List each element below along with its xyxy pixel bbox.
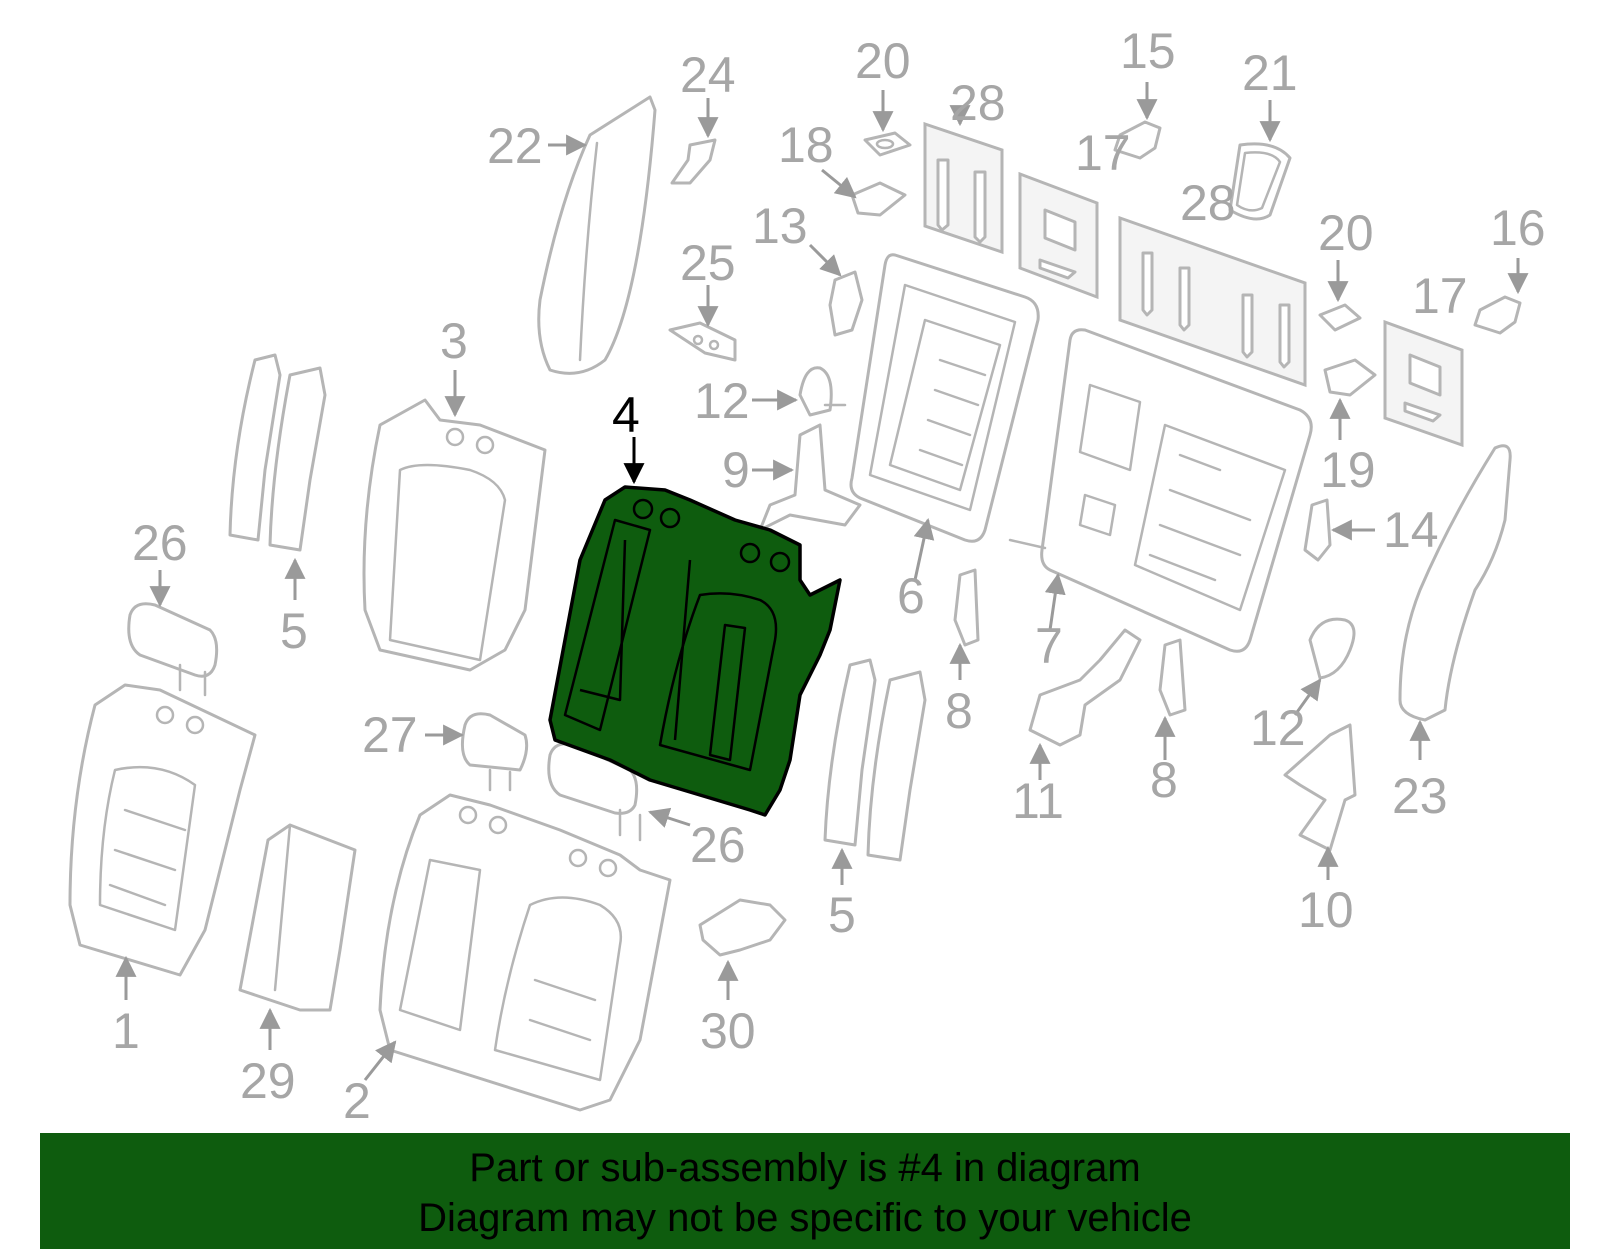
- callout-23: 23: [1392, 768, 1448, 824]
- callout-20b: 20: [1318, 205, 1374, 261]
- part-1: [68, 683, 257, 977]
- callout-labels: 22 24 20 18 28 17 15 21 28 20 16 17 19 1…: [112, 23, 1546, 1129]
- part-22: [537, 95, 657, 375]
- callout-10: 10: [1298, 882, 1354, 938]
- callout-22: 22: [487, 118, 543, 174]
- part-8-upper: [953, 568, 980, 647]
- callout-5: 5: [280, 603, 308, 659]
- callout-5b: 5: [828, 887, 856, 943]
- callout-17b: 17: [1412, 268, 1468, 324]
- part-7: [1008, 328, 1313, 653]
- part-26-upper: [127, 602, 219, 697]
- part-27: [460, 712, 529, 792]
- part-3: [362, 398, 547, 672]
- part-8-lower: [1158, 638, 1187, 717]
- callout-8: 8: [945, 683, 973, 739]
- callout-24: 24: [680, 47, 736, 103]
- part-11: [1028, 628, 1142, 747]
- callout-19: 19: [1320, 442, 1376, 498]
- info-banner: Part or sub-assembly is #4 in diagram Di…: [40, 1133, 1570, 1249]
- callout-17: 17: [1075, 125, 1131, 181]
- banner-line-2: Diagram may not be specific to your vehi…: [418, 1196, 1192, 1240]
- callout-arrows: [115, 82, 1529, 1081]
- callout-7: 7: [1035, 618, 1063, 674]
- part-4-highlighted[interactable]: [548, 485, 842, 817]
- part-23: [1398, 444, 1512, 722]
- callout-26: 26: [132, 515, 188, 571]
- part-25: [668, 321, 737, 362]
- part-17-box-left: [1018, 171, 1099, 300]
- part-13: [828, 270, 864, 337]
- callout-26b: 26: [690, 817, 746, 873]
- callout-27: 27: [362, 707, 418, 763]
- callout-15: 15: [1120, 23, 1176, 79]
- callout-28: 28: [950, 75, 1006, 131]
- callout-3: 3: [440, 313, 468, 369]
- part-19: [1323, 358, 1377, 397]
- part-14: [1303, 498, 1332, 562]
- callout-25: 25: [680, 235, 736, 291]
- callout-8b: 8: [1150, 752, 1178, 808]
- callout-1: 1: [112, 1003, 140, 1059]
- part-12-lower: [1308, 617, 1356, 680]
- part-28-box-left: [923, 121, 1004, 255]
- part-2: [378, 793, 672, 1112]
- part-20-right: [1318, 303, 1362, 332]
- callout-14: 14: [1383, 502, 1439, 558]
- part-16: [1473, 295, 1522, 335]
- part-15: [1113, 120, 1162, 160]
- callout-12: 12: [694, 373, 750, 429]
- callout-9: 9: [722, 442, 750, 498]
- callout-11: 11: [1012, 773, 1064, 829]
- part-9: [758, 423, 862, 532]
- part-12-upper: [798, 366, 847, 417]
- part-10: [1283, 723, 1357, 852]
- banner-line-1: Part or sub-assembly is #4 in diagram: [469, 1146, 1141, 1190]
- callout-18: 18: [778, 117, 834, 173]
- callout-20: 20: [855, 33, 911, 89]
- callout-21: 21: [1242, 45, 1298, 101]
- callout-28b: 28: [1180, 175, 1236, 231]
- part-6: [849, 253, 1040, 543]
- part-28-box-right: [1118, 215, 1307, 388]
- callout-2: 2: [343, 1073, 371, 1129]
- callout-6: 6: [897, 568, 925, 624]
- callout-12b: 12: [1250, 700, 1306, 756]
- part-30: [698, 898, 787, 957]
- callout-30: 30: [700, 1003, 756, 1059]
- callout-29: 29: [240, 1053, 296, 1109]
- callout-4-highlighted: 4: [612, 387, 640, 443]
- callout-16: 16: [1490, 200, 1546, 256]
- part-18: [850, 181, 907, 217]
- part-5-lower: [823, 658, 927, 862]
- part-24: [670, 138, 717, 185]
- part-20-top: [863, 131, 912, 157]
- part-29: [238, 823, 357, 1012]
- part-17-box-right: [1383, 319, 1464, 448]
- part-21: [1228, 142, 1292, 221]
- callout-13: 13: [752, 198, 808, 254]
- part-5-upper: [228, 353, 327, 552]
